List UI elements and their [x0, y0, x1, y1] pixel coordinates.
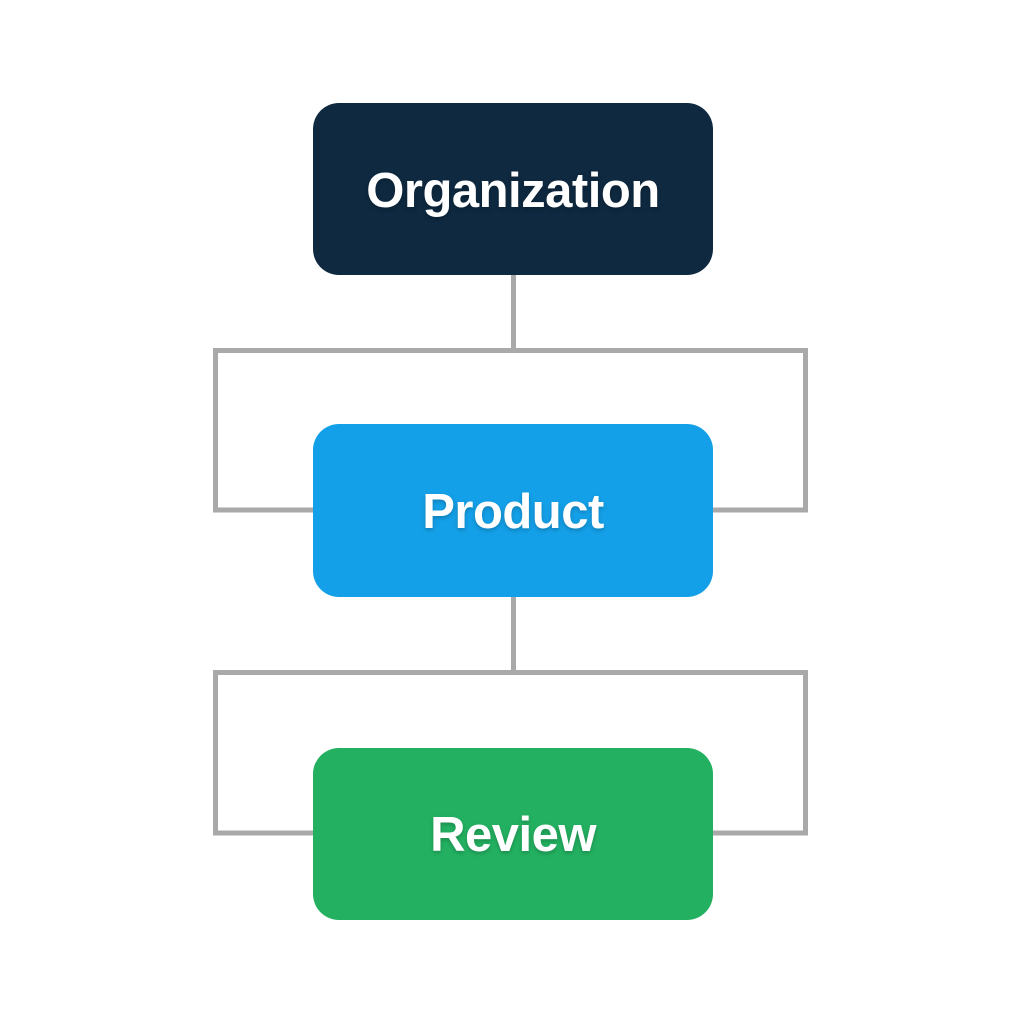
node-organization-label: Organization: [366, 164, 659, 218]
node-product-box: [313, 424, 713, 597]
connector-frame-top: [213, 348, 808, 513]
node-organization: Organization: [313, 103, 713, 275]
edge-product-review: [213, 597, 808, 836]
node-review: Review: [313, 748, 713, 920]
connector-frame-bottom: [213, 670, 808, 836]
node-review-label: Review: [430, 808, 597, 862]
edge-organization-product: [213, 275, 808, 513]
node-review-box: [313, 748, 713, 920]
node-organization-box: [313, 103, 713, 275]
node-product: Product: [313, 424, 713, 597]
node-product-label: Product: [422, 485, 604, 539]
